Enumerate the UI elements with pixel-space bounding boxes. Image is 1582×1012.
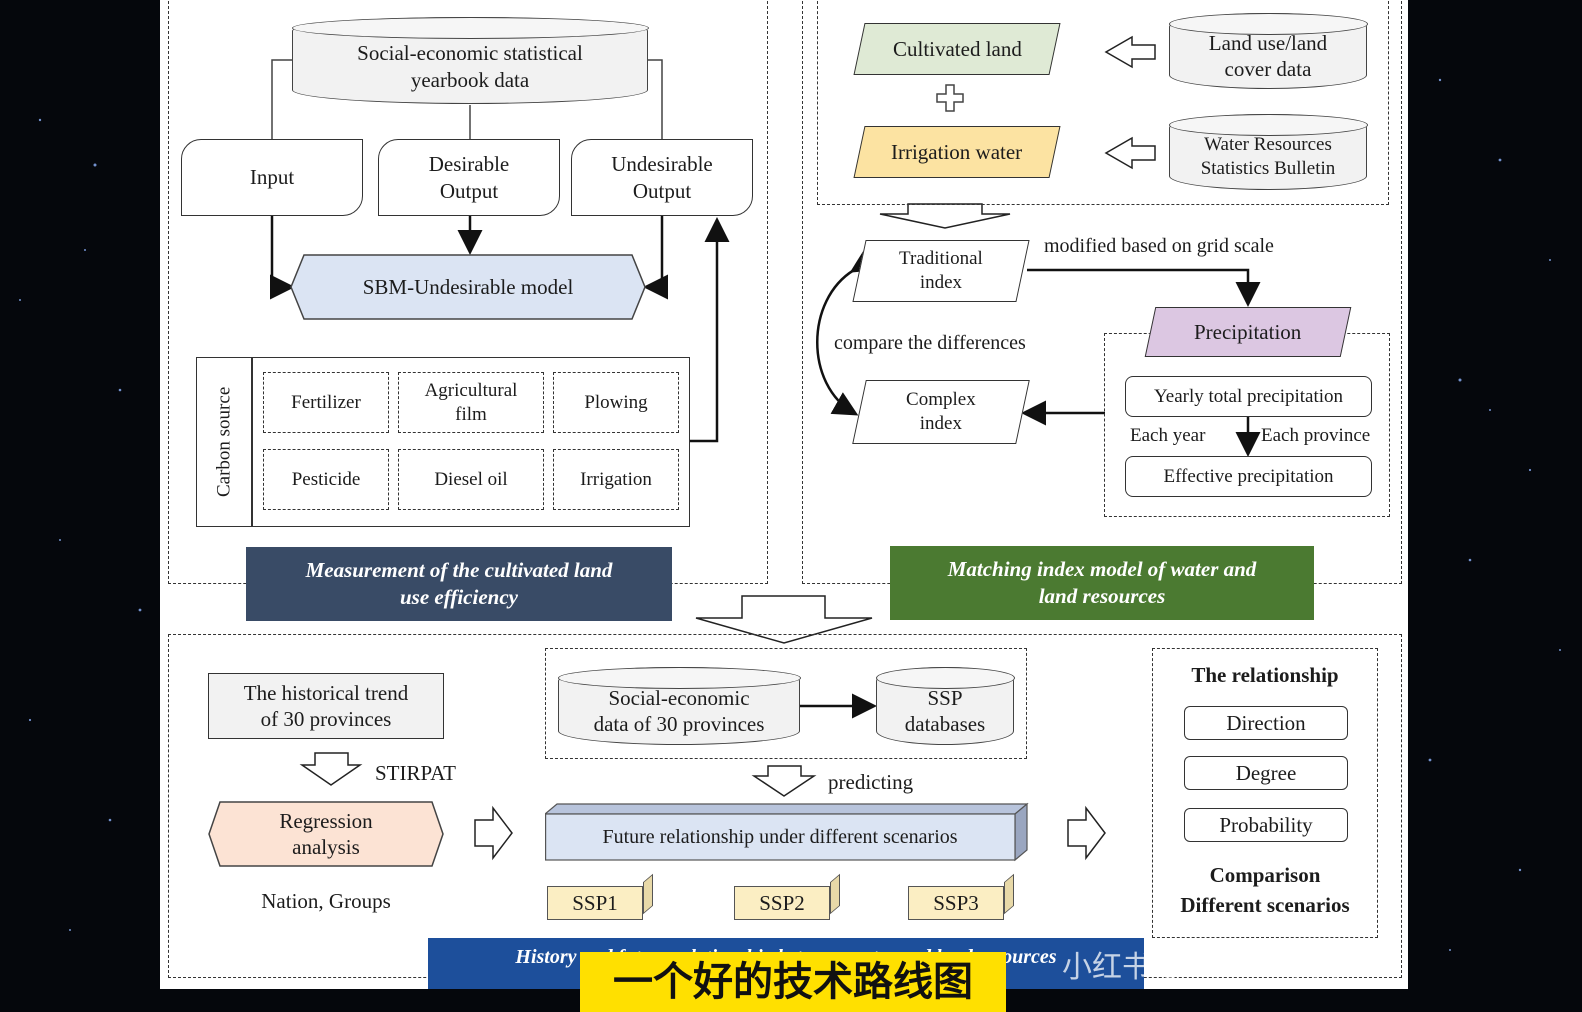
compare-differences-label: compare the differences [834,332,1026,354]
carbon-source-divider [251,358,253,526]
nation-groups-label: Nation, Groups [261,889,391,913]
plus-icon [936,84,964,112]
relationship-title: The relationship [1191,663,1339,687]
relationship-direction: Direction [1184,706,1348,740]
ssp-databases-cylinder: SSP databases [875,666,1015,745]
future-relationship-block [545,802,1029,862]
water-bulletin-cylinder: Water Resources Statistics Bulletin [1168,113,1368,190]
carbon-item-fertilizer: Fertilizer [263,372,389,433]
socio-data-30-cylinder: Social-economic data of 30 provinces [557,666,801,745]
relationship-probability: Probability [1184,808,1348,842]
traditional-index-box: Traditional index [852,240,1030,302]
stirpat-label: STIRPAT [375,761,456,785]
carbon-source-table: Carbon source Fertilizer Agricultural fi… [196,357,690,527]
yearly-precipitation-box: Yearly total precipitation [1125,376,1372,417]
yearbook-data-cylinder: Social-economic statistical yearbook dat… [291,16,649,104]
land-use-data-cylinder: Land use/land cover data [1168,12,1368,89]
effective-precipitation-box: Effective precipitation [1125,456,1372,497]
predicting-label: predicting [828,770,914,794]
efficiency-banner: Measurement of the cultivated land use e… [246,547,672,621]
complex-index-box: Complex index [852,380,1030,444]
input-box: Input [181,139,363,216]
starry-background [19,78,1561,951]
each-year-label: Each year [1130,425,1206,446]
carbon-item-diesel-oil: Diesel oil [398,449,544,510]
ssp1-box: SSP1 [547,886,643,920]
subtitle-caption: 一个好的技术路线图 [580,952,1006,1012]
irrigation-water-box: Irrigation water [853,126,1061,178]
carbon-source-label: Carbon source [213,386,235,498]
ssp3-box: SSP3 [908,886,1004,920]
ssp2-box: SSP2 [734,886,830,920]
historical-trend-box: The historical trend of 30 provinces [208,673,444,739]
land-water-data-frame [817,0,1389,205]
matching-banner: Matching index model of water and land r… [890,546,1314,620]
carbon-item-agricultural-film: Agricultural film [398,372,544,433]
modified-grid-label: modified based on grid scale [1044,235,1274,257]
watermark-text: 小红书号：iFww666 [1062,950,1344,985]
carbon-item-pesticide: Pesticide [263,449,389,510]
each-province-label: Each province [1261,425,1371,446]
different-scenarios-label: Different scenarios [1180,893,1350,917]
sbm-model-label: SBM-Undesirable model [362,274,574,299]
cultivated-land-box: Cultivated land [853,23,1061,75]
prediction-data-frame [545,648,1027,759]
regression-hexagon [208,801,444,867]
regression-label: Regression analysis [279,808,373,859]
carbon-item-irrigation: Irrigation [553,449,679,510]
connector-lines [270,35,1261,861]
flowchart-page: Social-economic statistical yearbook dat… [160,0,1408,989]
desirable-output-box: Desirable Output [378,139,560,216]
comparison-label: Comparison [1209,863,1321,887]
relationship-frame [1152,648,1378,938]
sbm-model-hexagon [290,254,646,320]
relationship-degree: Degree [1184,756,1348,790]
precipitation-box: Precipitation [1144,307,1352,357]
carbon-item-plowing: Plowing [553,372,679,433]
future-relationship-label: Future relationship under different scen… [602,825,958,848]
undesirable-output-box: Undesirable Output [571,139,753,216]
